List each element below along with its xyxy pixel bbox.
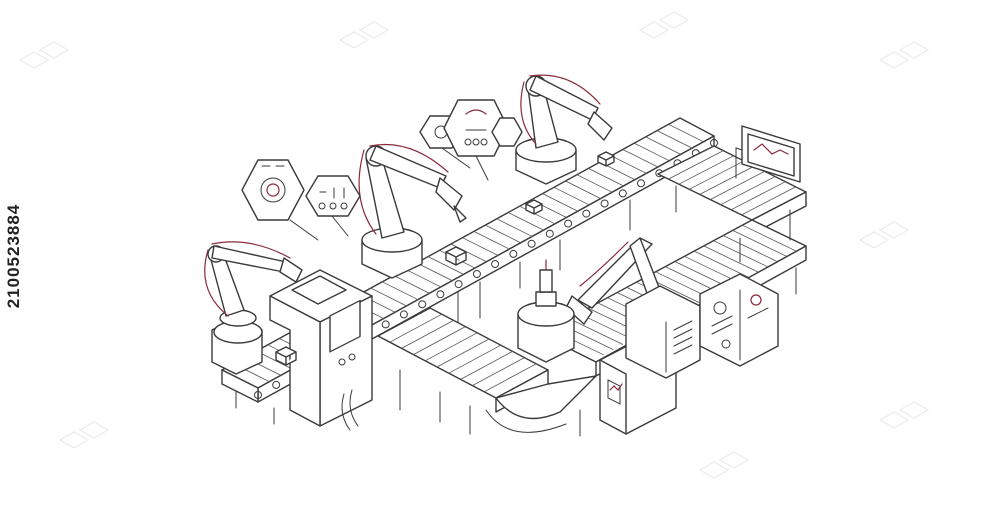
processing-machines bbox=[599, 273, 779, 435]
hexagon-badge-icon bbox=[241, 99, 523, 241]
control-cabinet bbox=[269, 269, 373, 431]
product-boxes bbox=[275, 151, 615, 366]
watermark-pattern bbox=[18, 11, 930, 479]
robot-arm-top bbox=[515, 74, 613, 185]
robot-arm-inner bbox=[565, 237, 661, 325]
monitor-icon bbox=[735, 125, 801, 183]
side-id-text: 2100523884 bbox=[4, 203, 23, 309]
robot-arm-middle bbox=[358, 143, 467, 279]
drill-station bbox=[517, 259, 575, 363]
robot-arm-left bbox=[204, 241, 303, 375]
